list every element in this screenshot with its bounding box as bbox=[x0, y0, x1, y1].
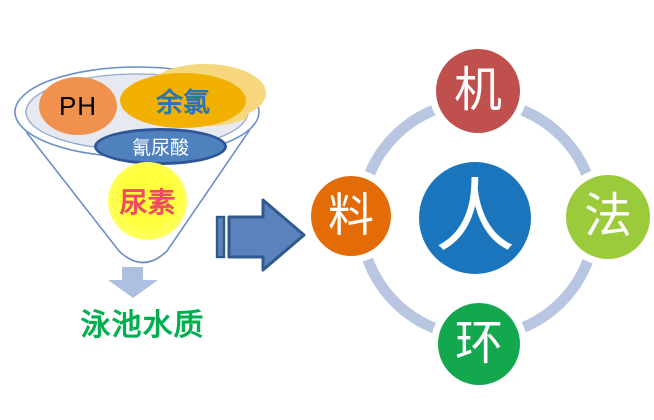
node-environment: 环 bbox=[438, 303, 520, 385]
bubble-urea-label: 尿素 bbox=[119, 188, 176, 219]
bubble-residual-chlorine-label: 余氯 bbox=[156, 88, 210, 118]
node-machine-label: 机 bbox=[453, 64, 502, 117]
transform-arrow-stripe bbox=[215, 215, 226, 259]
node-environment-label: 环 bbox=[454, 317, 503, 370]
funnel-caption: 泳池水质 bbox=[80, 309, 205, 342]
right-block-arrow-icon bbox=[227, 198, 306, 272]
funnel-drop-arrow-icon bbox=[108, 267, 158, 298]
node-machine: 机 bbox=[436, 49, 520, 133]
bubble-ph: PH bbox=[39, 77, 117, 135]
node-method-label: 法 bbox=[583, 190, 632, 243]
bubble-cyanuric-acid: 氰尿酸 bbox=[94, 128, 227, 165]
node-material-label: 料 bbox=[328, 190, 374, 241]
node-person-label: 人 bbox=[435, 174, 515, 262]
bubble-ph-label: PH bbox=[58, 90, 98, 121]
node-method: 法 bbox=[566, 175, 650, 259]
node-material: 料 bbox=[311, 176, 391, 256]
bubble-urea: 尿素 bbox=[108, 162, 187, 240]
bubble-residual-chlorine: 余氯 bbox=[120, 73, 246, 128]
node-person: 人 bbox=[419, 162, 531, 274]
bubble-cyanuric-acid-label: 氰尿酸 bbox=[131, 138, 189, 159]
